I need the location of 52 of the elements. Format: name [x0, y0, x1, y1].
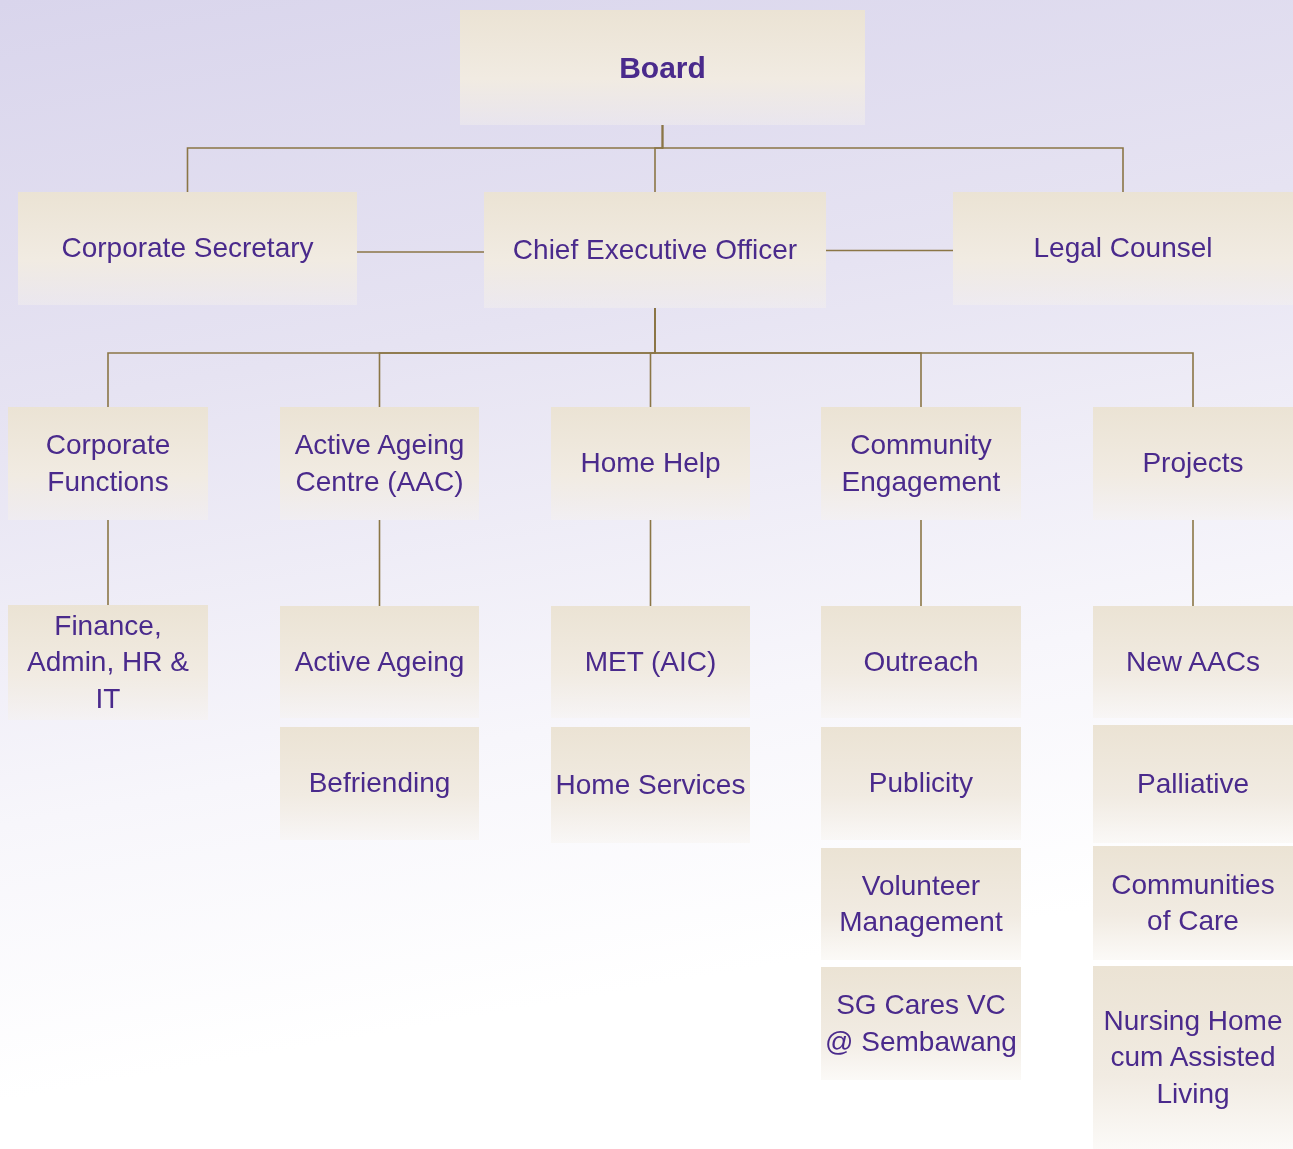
org-box [821, 967, 1021, 1080]
unit-label: Publicity [868, 766, 974, 801]
org-box [280, 407, 479, 520]
unit-label: Legal Counsel [1033, 231, 1213, 266]
unit-label: Projects [1142, 446, 1244, 481]
org-box [821, 606, 1021, 718]
org-box [280, 727, 479, 840]
unit-label: Palliative [1136, 766, 1250, 801]
unit-label: Communities of Care [1110, 867, 1276, 938]
org-box [460, 10, 865, 125]
org-box [484, 192, 826, 308]
unit-label: Finance, Admin, HR & IT [26, 608, 190, 716]
unit-label: SG Cares VC @ Sembawang [825, 988, 1017, 1059]
org-box [1093, 407, 1293, 520]
unit-label: Board [619, 50, 706, 86]
org-box [8, 407, 208, 520]
unit-label: Active Ageing [294, 644, 465, 679]
unit-label: Community Engagement [840, 428, 1002, 499]
org-box [280, 606, 479, 718]
connector-line [649, 519, 652, 607]
unit-label: Home Services [555, 767, 746, 802]
unit-label: Corporate Secretary [61, 231, 314, 266]
unit-label: Corporate Functions [44, 428, 172, 499]
org-box [551, 606, 750, 718]
org-box [821, 407, 1021, 520]
org-box [821, 848, 1021, 960]
org-box [1093, 606, 1293, 718]
unit-label: Volunteer Management [838, 868, 1004, 939]
connector-line [920, 519, 922, 607]
unit-label: New AACs [1126, 644, 1260, 679]
connector-line [1192, 519, 1194, 607]
unit-label: MET (AIC) [584, 644, 717, 679]
unit-label: Chief Executive Officer [512, 232, 798, 267]
org-box [8, 605, 208, 720]
org-box [1093, 966, 1293, 1149]
connector-line [661, 124, 1124, 193]
org-box [551, 407, 750, 520]
unit-label: Befriending [308, 766, 451, 801]
connector-line [825, 249, 954, 252]
connector-line [356, 251, 485, 253]
org-box [1093, 846, 1293, 960]
unit-label: Nursing Home cum Assisted Living [1102, 1003, 1284, 1111]
org-box [18, 192, 357, 305]
org-box [953, 192, 1293, 305]
org-box [821, 727, 1021, 840]
org-box [1093, 725, 1293, 843]
unit-label: Home Help [580, 446, 721, 481]
connector-line [378, 519, 381, 607]
org-box [551, 727, 750, 843]
unit-label: Outreach [863, 644, 979, 679]
connector-line [107, 519, 109, 606]
unit-label: Active Ageing Centre (AAC) [293, 428, 466, 499]
